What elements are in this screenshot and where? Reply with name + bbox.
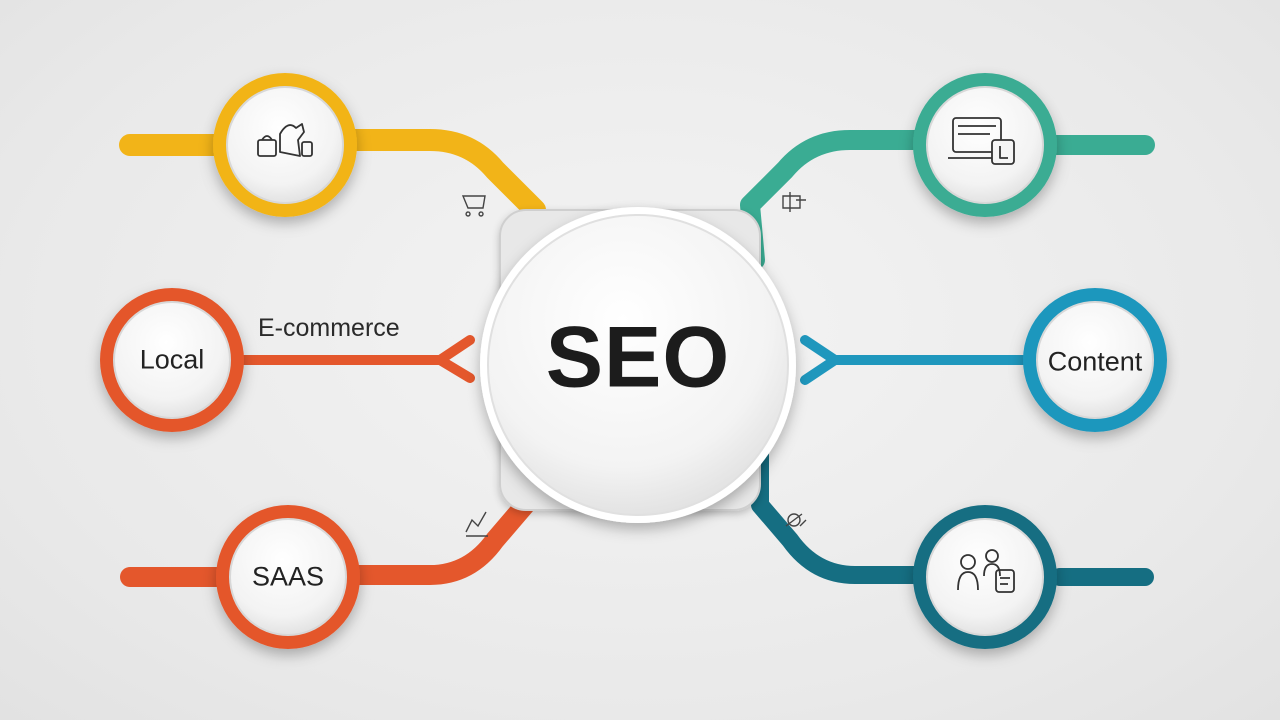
connector-mid-left [235, 335, 475, 383]
connector-bottom-left [120, 445, 535, 587]
center-title: SEO [545, 309, 731, 406]
node-top-right [913, 73, 1057, 217]
connector-top-left [119, 129, 551, 266]
center-node [480, 207, 796, 523]
connector-bottom-right [751, 446, 1154, 586]
laptop-icon [948, 117, 1015, 165]
node-top-left [213, 73, 357, 217]
node-label-saas: SAAS [251, 561, 325, 592]
ecommerce-annotation: E-commerce [258, 314, 400, 342]
connector-mid-right [800, 335, 1035, 385]
node-mid-right [1023, 288, 1167, 432]
people-icon [957, 549, 1015, 593]
node-label-local: Local [139, 344, 205, 375]
shopping-icon [257, 123, 313, 157]
doodle-gear-icon [785, 513, 807, 527]
node-mid-left [100, 288, 244, 432]
connector-lines [119, 129, 1155, 587]
node-bottom-left [216, 505, 360, 649]
doodle-chart-icon [465, 511, 488, 537]
doodle-tools-icon [782, 192, 806, 212]
node-bottom-right [913, 505, 1057, 649]
connector-top-right [740, 130, 1155, 270]
doodle-cart-icon [461, 195, 486, 217]
node-label-content: Content [1047, 346, 1143, 377]
